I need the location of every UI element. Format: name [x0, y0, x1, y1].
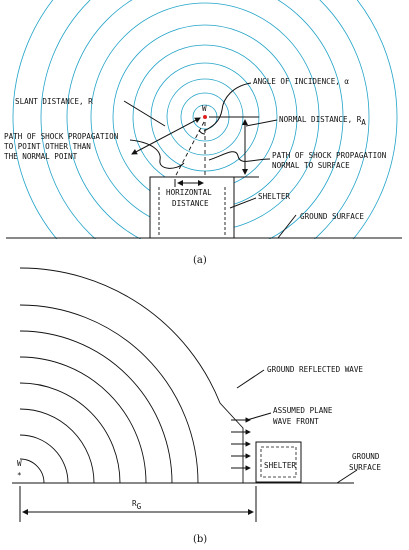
wave-arc-b [19, 382, 121, 484]
caption-a: (a) [193, 255, 207, 266]
horizontal-distance-label-line1: HORIZONTAL [166, 188, 212, 197]
wave-ring-a [40, 0, 370, 239]
path-other-leader [129, 139, 185, 169]
slant-distance-line [131, 117, 201, 155]
weapon-label-b: W [17, 459, 22, 468]
shelter-box-b [255, 441, 302, 483]
path-other-label-line3: THE NORMAL POINT [4, 152, 78, 161]
ground-label-b-line2: SURFACE [349, 463, 381, 472]
ground-surface-label-a: GROUND SURFACE [300, 212, 364, 221]
angle-arc [198, 129, 206, 135]
horizontal-distance-label-line2: DISTANCE [172, 199, 209, 208]
caption-b: (b) [193, 534, 207, 545]
wave-ring-a [66, 0, 344, 239]
wave-arc-b [19, 330, 173, 484]
shelter-label-a: SHELTER [258, 192, 290, 201]
normal-distance-label: NORMAL DISTANCE, RA [279, 115, 366, 127]
slant-leader [123, 100, 166, 127]
plane-wave-label-line2: WAVE FRONT [273, 417, 319, 426]
ground-leader-b [336, 469, 358, 484]
wave-arc-b [19, 356, 147, 484]
path-normal-label-line2: NORMAL TO SURFACE [272, 161, 350, 170]
plane-wave-arrows [231, 417, 251, 471]
rg-label: RG [132, 499, 142, 511]
reflected-wave-arc-b [19, 267, 244, 483]
wave-arc-b [19, 458, 45, 484]
path-normal-leader [208, 151, 271, 162]
wave-arc-b [19, 408, 95, 484]
wave-arc-b [19, 434, 69, 484]
weapon-marker-b: * [17, 471, 22, 480]
path-other-label-line2: TO POINT OTHER THAN [4, 142, 91, 151]
shelter-label-b: SHELTER [264, 461, 296, 470]
plane-wave-label-line1: ASSUMED PLANE [273, 406, 333, 415]
ground-reflected-wave-label: GROUND REFLECTED WAVE [267, 365, 363, 374]
wave-arc-b [19, 304, 199, 484]
path-other-label-line1: PATH OF SHOCK PROPAGATION [4, 132, 119, 141]
figure-a: W SLANT DISTANCE, R ANGLE OF INCIDENCE, … [4, 0, 402, 266]
plane-wave-leader [246, 412, 272, 421]
wave-ring-a [12, 0, 398, 239]
reflected-wave-leader [236, 369, 265, 389]
normal-distance-leader [245, 119, 278, 127]
figure-b: W * GROUND REFLECTED WAVE ASSUMED PLANE … [12, 267, 381, 545]
blast-waves-b [19, 267, 244, 484]
angle-of-incidence-label: ANGLE OF INCIDENCE, α [253, 77, 349, 86]
path-normal-label-line1: PATH OF SHOCK PROPAGATION [272, 151, 387, 160]
rg-text: R [132, 499, 137, 508]
shelter-leader-a [229, 197, 257, 209]
weapon-label-a: W [202, 104, 207, 113]
rg-subscript: G [137, 502, 142, 511]
normal-distance-text: NORMAL DISTANCE, R [279, 115, 362, 124]
slant-distance-label: SLANT DISTANCE, R [15, 97, 93, 106]
normal-distance-subscript: A [361, 118, 366, 127]
shelter-box-a [149, 176, 235, 239]
shelter-inner-dashed-b [260, 446, 297, 478]
ground-leader-a [277, 214, 297, 239]
burst-point-a [203, 115, 207, 119]
angle-leader [203, 82, 252, 132]
ground-label-b-line1: GROUND [352, 452, 380, 461]
